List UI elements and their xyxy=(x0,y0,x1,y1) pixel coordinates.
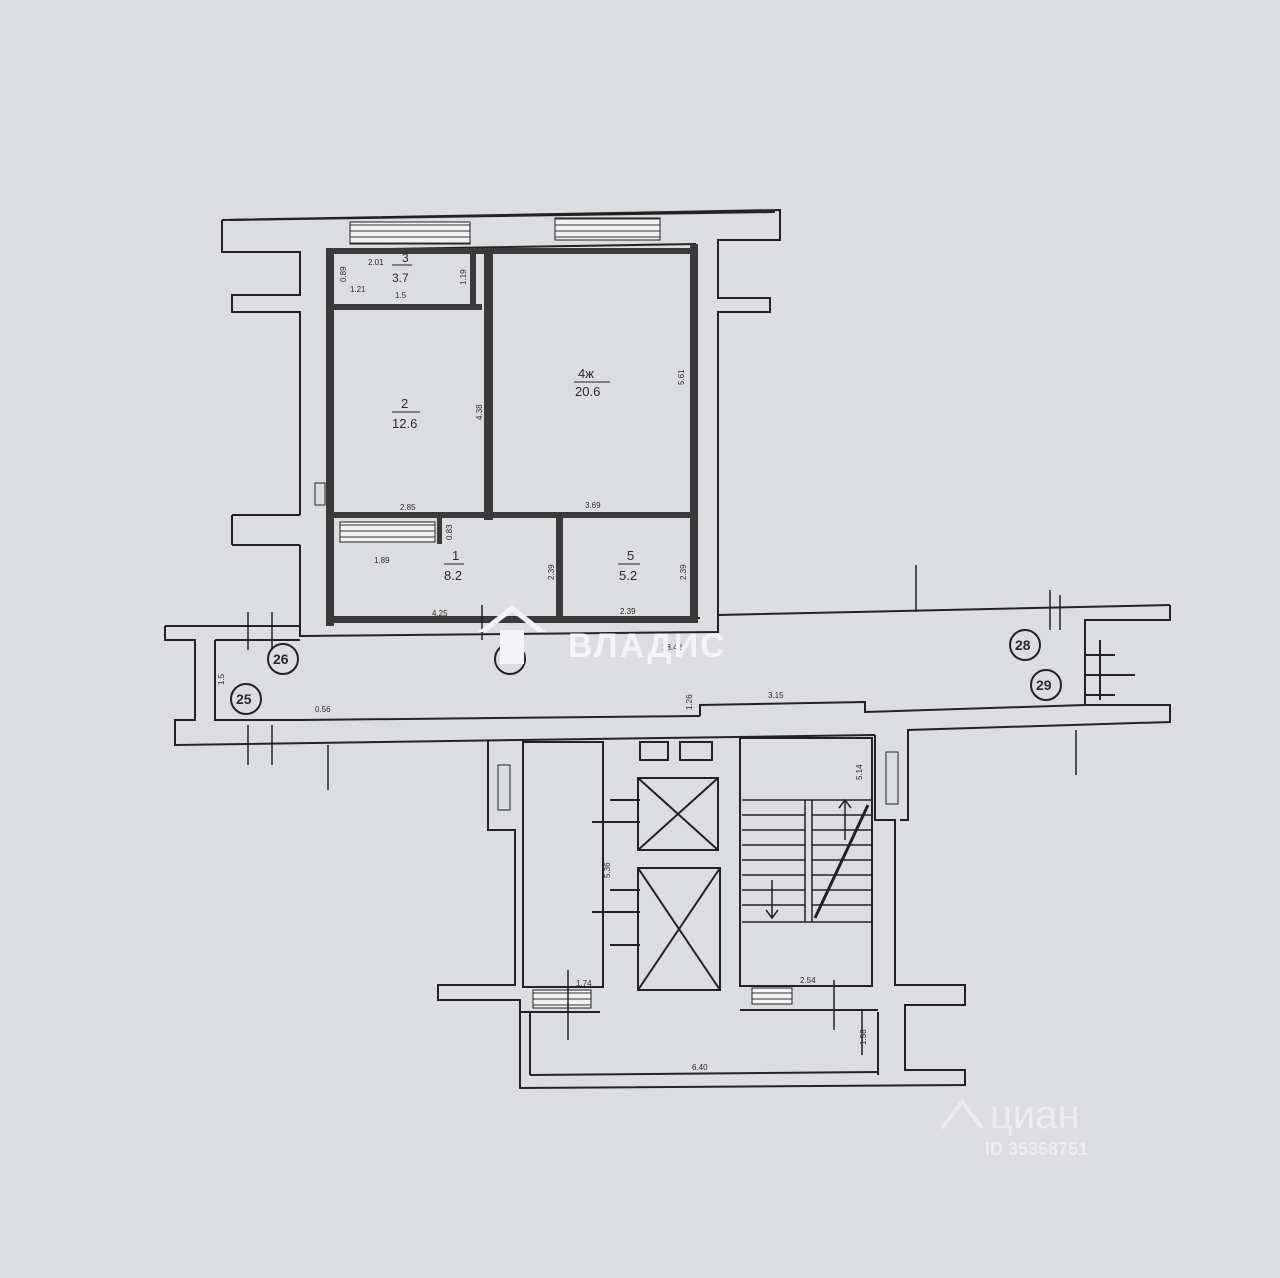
dim-label: 4.25 xyxy=(432,609,448,618)
elevator-shafts xyxy=(592,741,721,991)
room-5-number: 5 xyxy=(627,548,634,563)
dim-label: 18.42 xyxy=(662,643,683,652)
radiator-core-right xyxy=(885,751,899,805)
dim-label: 5.61 xyxy=(677,369,686,385)
dim-label: 1.26 xyxy=(685,694,694,710)
marker-25: 25 xyxy=(230,683,262,715)
dim-label: 0.83 xyxy=(445,524,454,540)
room-2: 2 12.6 xyxy=(392,396,420,431)
dim-label: 3.69 xyxy=(585,501,601,510)
dim-label: 3.15 xyxy=(768,691,784,700)
vladis-text: ВЛАДИС xyxy=(568,627,727,665)
dim-label: 2.39 xyxy=(620,607,636,616)
window-top-left xyxy=(349,221,471,245)
dim-label: 5.14 xyxy=(855,764,864,780)
dim-label: 0.56 xyxy=(315,705,331,714)
dim-label: 1.19 xyxy=(459,269,468,285)
threshold-right xyxy=(751,987,793,1005)
cian-watermark: циан ID 35368751 xyxy=(940,1093,1088,1159)
room-2-area: 12.6 xyxy=(392,416,417,431)
room-1-area: 8.2 xyxy=(444,568,462,583)
marker-28: 28 xyxy=(1009,629,1041,661)
door-ticks xyxy=(247,565,1077,790)
dim-label: 1.5 xyxy=(395,291,407,300)
dim-label: 1.74 xyxy=(576,979,592,988)
cian-id: ID 35368751 xyxy=(985,1139,1088,1159)
dim-label: 4.38 xyxy=(475,404,484,420)
cian-name: циан xyxy=(990,1093,1080,1137)
dim-label: 1.89 xyxy=(374,556,390,565)
radiator-core-left xyxy=(497,764,511,811)
cian-logo-icon xyxy=(940,1098,984,1130)
threshold-left xyxy=(532,989,592,1009)
room-4-area: 20.6 xyxy=(575,384,600,399)
core-walls xyxy=(437,734,966,1090)
dim-label: 2.39 xyxy=(679,564,688,580)
dim-label: 0.89 xyxy=(339,266,348,282)
window-top-right xyxy=(554,217,661,241)
room-5: 5 5.2 xyxy=(618,548,640,583)
dim-label: 1.58 xyxy=(859,1029,868,1045)
dim-label: 5.36 xyxy=(603,862,612,878)
dim-label: 1.5 xyxy=(217,673,226,685)
svg-text:26: 26 xyxy=(273,651,289,667)
dim-label: 2.01 xyxy=(368,258,384,267)
svg-text:28: 28 xyxy=(1015,637,1031,653)
svg-text:25: 25 xyxy=(236,691,252,707)
room-4-number: 4ж xyxy=(578,366,594,381)
closet-shelf xyxy=(339,521,436,543)
dim-label: 2.54 xyxy=(800,976,816,985)
room-3: 3 3.7 xyxy=(392,251,412,285)
room-3-number: 3 xyxy=(402,251,409,265)
room-5-area: 5.2 xyxy=(619,568,637,583)
dim-label: 2.85 xyxy=(400,503,416,512)
room-1: 1 8.2 xyxy=(444,548,464,583)
dim-label: 2.39 xyxy=(547,564,556,580)
thick-walls xyxy=(326,244,698,626)
radiator-left xyxy=(314,482,326,506)
dim-label: 1.21 xyxy=(350,285,366,294)
vladis-watermark: ВЛАДИС xyxy=(478,605,727,665)
marker-26: 26 xyxy=(267,643,299,675)
lower-ticks xyxy=(567,970,863,1055)
dimension-labels: 2.01 1.21 0.89 1.19 1.5 4.38 2.85 5.61 3… xyxy=(217,258,868,1072)
room-4: 4ж 20.6 xyxy=(574,366,610,399)
room-1-number: 1 xyxy=(452,548,459,563)
marker-29: 29 xyxy=(1030,669,1062,701)
room-2-number: 2 xyxy=(401,396,408,411)
room-3-area: 3.7 xyxy=(392,271,409,285)
house-roof-icon xyxy=(478,605,546,664)
svg-text:29: 29 xyxy=(1036,677,1052,693)
dim-label: 6.40 xyxy=(692,1063,708,1072)
staircase xyxy=(742,798,872,923)
